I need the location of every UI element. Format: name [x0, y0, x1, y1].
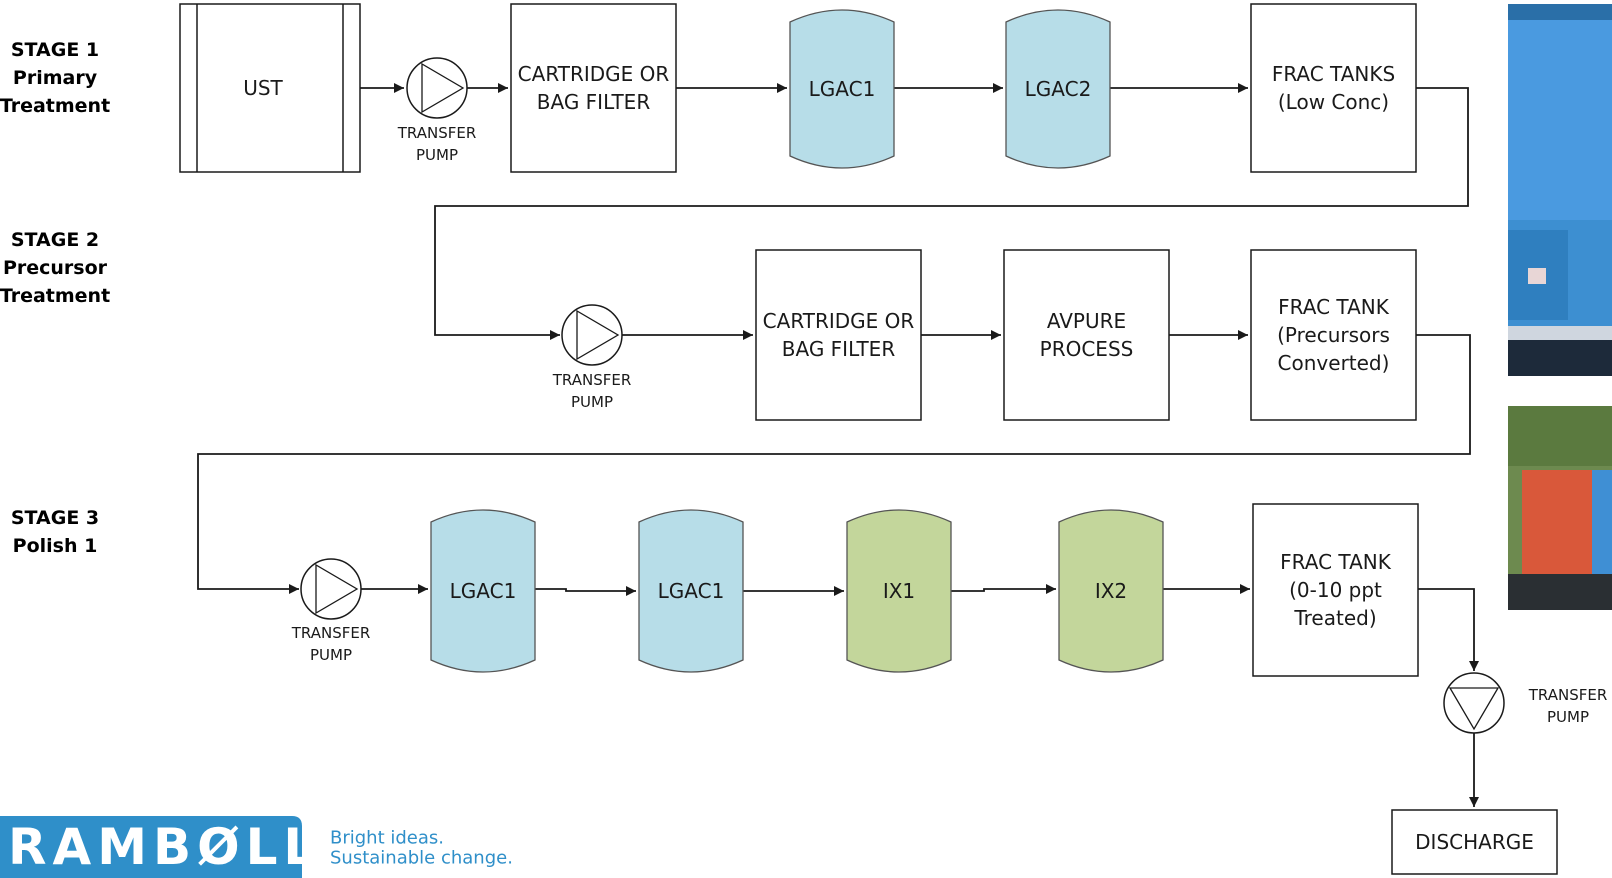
- slogan-line: Sustainable change.: [330, 848, 513, 869]
- flow-frac3-to-pump4: [1418, 588, 1479, 671]
- stage-2-label: STAGE 2: [11, 229, 99, 251]
- transfer-pump-1-label: TRANSFER: [397, 124, 477, 142]
- cartridge-filter-2-label: BAG FILTER: [782, 337, 896, 361]
- vessel-trailer-photo-chassis: [1508, 574, 1612, 610]
- stage-2-label: Precursor: [3, 257, 108, 279]
- lgac2-stage1-label: LGAC2: [1025, 77, 1092, 101]
- transfer-pump-3-label: TRANSFER: [291, 624, 371, 642]
- ix2-vessel: [1058, 509, 1164, 673]
- ix1-vessel: [846, 509, 952, 673]
- frac-tank-photo-rail: [1508, 326, 1612, 340]
- stage-1-label: Treatment: [0, 95, 110, 117]
- transfer-pump-4: [1443, 672, 1505, 734]
- lgac1-stage3-b-label: LGAC1: [658, 579, 725, 603]
- frac-tank-treated: [1252, 503, 1419, 677]
- stage-1-label: STAGE 1: [11, 39, 99, 61]
- transfer-pump-1: [406, 57, 468, 119]
- frac-tank-precursors-label: Converted): [1278, 351, 1390, 375]
- lgac1-stage1-label: LGAC1: [809, 77, 876, 101]
- frac-tank-precursors-label: FRAC TANK: [1278, 295, 1390, 319]
- ix2-vessel-label: IX2: [1095, 579, 1127, 603]
- frac-tank-precursors: [1250, 249, 1417, 421]
- frac-tank-photo-panel: [1508, 20, 1612, 220]
- cartridge-filter-1-label: BAG FILTER: [537, 90, 651, 114]
- frac-tank-treated-label: Treated): [1293, 606, 1376, 630]
- vessel-trailer-photo-trees: [1508, 406, 1612, 466]
- avpure-process-label: PROCESS: [1040, 337, 1134, 361]
- ramboll-logo-text: RAMBØLL: [8, 818, 321, 876]
- cartridge-filter-2-label: CARTRIDGE OR: [763, 309, 915, 333]
- transfer-pump-2: [561, 304, 623, 366]
- transfer-pump-3: [300, 558, 362, 620]
- discharge-box-label: DISCHARGE: [1415, 830, 1534, 854]
- discharge-box: [1391, 809, 1558, 875]
- frac-tanks-low-conc-label: FRAC TANKS: [1272, 62, 1395, 86]
- transfer-pump-1-label: PUMP: [416, 146, 458, 164]
- stage-3-label: Polish 1: [13, 535, 98, 557]
- frac-tank-photo-placard: [1528, 268, 1546, 284]
- frac-tank-photo-base: [1508, 340, 1612, 376]
- frac-tank-photo-top: [1508, 4, 1612, 20]
- frac-tanks-low-conc: [1250, 3, 1417, 173]
- flow-frac2-to-pump3: [197, 334, 1471, 594]
- transfer-pump-4-label: TRANSFER: [1528, 686, 1608, 704]
- transfer-pump-1-triangle: [421, 62, 465, 114]
- vessel-trailer-photo-tank: [1592, 470, 1612, 574]
- vessel-trailer-photo-unit: [1522, 470, 1594, 574]
- cartridge-filter-1: [510, 3, 677, 173]
- stage-3-label: STAGE 3: [11, 507, 99, 529]
- cartridge-filter-1-label: CARTRIDGE OR: [518, 62, 670, 86]
- avpure-process: [1003, 249, 1170, 421]
- cartridge-filter-2: [755, 249, 922, 421]
- transfer-pump-3-label: PUMP: [310, 646, 352, 664]
- stage-2-label: Treatment: [0, 285, 110, 307]
- frac-tank-treated-label: (0-10 ppt: [1289, 578, 1382, 602]
- ust-label: UST: [243, 76, 283, 100]
- frac-tank-treated-label: FRAC TANK: [1280, 550, 1392, 574]
- ramboll-logo: [0, 816, 302, 878]
- transfer-pump-2-triangle: [576, 309, 620, 361]
- lgac1-stage3-a: [430, 509, 536, 673]
- transfer-pump-4-label: PUMP: [1547, 708, 1589, 726]
- transfer-pump-2-label: TRANSFER: [552, 371, 632, 389]
- stage-1-label: Primary: [13, 67, 98, 89]
- flow-frac1-to-pump2: [434, 87, 1469, 340]
- flow-ix1-to-ix2: [951, 584, 1056, 594]
- transfer-pump-2-label: PUMP: [571, 393, 613, 411]
- lgac1-stage1: [789, 9, 895, 169]
- lgac2-stage1: [1005, 9, 1111, 169]
- ust-tank: [179, 3, 361, 173]
- ix1-vessel-label: IX1: [883, 579, 915, 603]
- frac-tank-precursors-label: (Precursors: [1277, 323, 1390, 347]
- transfer-pump-4-triangle: [1448, 687, 1500, 731]
- lgac1-stage3-a-label: LGAC1: [450, 579, 517, 603]
- lgac1-stage3-b: [638, 509, 744, 673]
- frac-tanks-low-conc-label: (Low Conc): [1278, 90, 1389, 114]
- slogan-line: Bright ideas.: [330, 828, 444, 849]
- flow-lgac-a-to-lgac-b: [535, 586, 636, 596]
- avpure-process-label: AVPURE: [1047, 309, 1126, 333]
- transfer-pump-3-triangle: [315, 563, 359, 615]
